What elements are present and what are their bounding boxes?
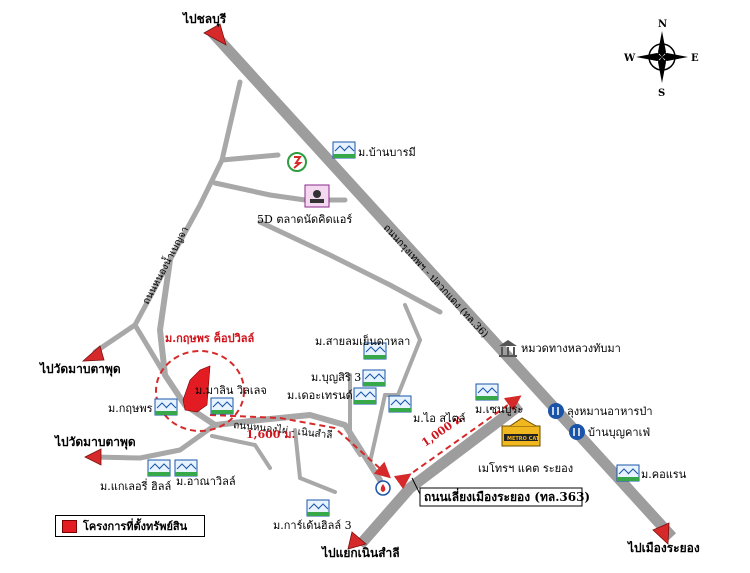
road-east-stub bbox=[210, 434, 272, 470]
legend-label: โครงการที่ตั้งทรัพย์สิน bbox=[83, 520, 188, 533]
label-d-arte: ม.เดอะเทรนด์ bbox=[287, 389, 353, 402]
destination-arrows bbox=[81, 23, 670, 550]
highway-36-road bbox=[207, 28, 677, 541]
gas-station-icon bbox=[287, 152, 307, 172]
project-site bbox=[155, 350, 245, 432]
market-icon bbox=[304, 184, 330, 208]
arrow-wat-bottom-icon bbox=[84, 448, 102, 466]
distance-routes bbox=[209, 395, 522, 490]
project-circle bbox=[155, 350, 245, 432]
label-boon-siri: ม.บุญสิริ 3 bbox=[311, 371, 361, 384]
compass-n: N bbox=[658, 19, 667, 30]
compass-e: E bbox=[691, 53, 699, 64]
house-icon bbox=[154, 398, 178, 416]
bypass-pointer bbox=[411, 477, 421, 495]
house-icon bbox=[475, 383, 499, 401]
road-curve-west-east bbox=[257, 219, 443, 315]
label-ban-barami: ม.บ้านบารมี bbox=[358, 146, 416, 159]
road-top-left bbox=[92, 79, 243, 355]
arrow-chonburi-icon bbox=[203, 23, 227, 46]
compass-rose: N S E W bbox=[623, 19, 699, 99]
label-1600: 1,600 ม. bbox=[246, 428, 295, 441]
cat-logo: METRO CAT bbox=[507, 436, 540, 442]
arrow-rayong-icon bbox=[652, 522, 670, 545]
route-1000 bbox=[393, 395, 522, 490]
landmark-icon bbox=[499, 340, 517, 357]
label-to-rayong: ไปเมืองระยอง bbox=[626, 540, 700, 555]
road-west-bottom bbox=[92, 422, 218, 461]
label-project: ม.กฤษพร ค็อปวิลล์ bbox=[165, 331, 255, 345]
road-vertical-b bbox=[348, 373, 362, 457]
cafe-icon bbox=[569, 424, 585, 440]
label-marin: ม.มาลิน วิลเลจ bbox=[195, 384, 267, 397]
house-icon bbox=[388, 395, 412, 413]
compass-w: W bbox=[623, 53, 636, 64]
label-cafe: บ้านบุญคาเฟ่ bbox=[588, 426, 650, 439]
house-icon bbox=[306, 499, 330, 517]
label-to-noen-samli: ไปแยกเนินสำลี bbox=[320, 545, 400, 560]
gas-pump-icon bbox=[375, 480, 391, 496]
label-police: หมวดทางหลวงทับมา bbox=[521, 342, 621, 355]
label-tmy-hill: ม.แกเลอรี่ ฮิลล์ bbox=[100, 478, 171, 493]
label-restaurant: ลุงหมานอาหารป่า bbox=[567, 405, 653, 418]
label-night-market: 5D ตลาดนัดคิดแอร์ bbox=[257, 213, 352, 226]
label-sanbura: ม.เซนบูระ bbox=[475, 403, 523, 416]
restaurant-icon bbox=[548, 403, 564, 419]
road-nongphai bbox=[157, 257, 383, 483]
arrow-wat-top-icon bbox=[81, 345, 105, 362]
label-coraran: ม.คอแรน bbox=[641, 468, 687, 481]
label-arun-ville: ม.อาณาวิลล์ bbox=[176, 475, 236, 488]
house-icon bbox=[362, 369, 386, 387]
road-vertical-d bbox=[383, 338, 422, 397]
house-icon bbox=[363, 342, 387, 360]
arrow-noen-samli-icon bbox=[347, 531, 367, 550]
label-bypass-363: ถนนเลี่ยงเมืองระยอง (ทล.363) bbox=[424, 488, 590, 504]
road-west-lower bbox=[132, 322, 168, 378]
label-to-wat-top: ไปวัดมาบตาพุด bbox=[38, 361, 121, 377]
legend-swatch bbox=[62, 519, 77, 533]
excavator-icon: METRO CAT bbox=[501, 417, 541, 447]
house-icon bbox=[332, 141, 356, 159]
bypass-label-box bbox=[419, 487, 583, 507]
label-highway-36: ถนนกรุงเทพฯ - ปลวกแดง (ทล.36) bbox=[381, 223, 490, 341]
road-vertical-c bbox=[368, 393, 387, 464]
project-plot bbox=[182, 365, 211, 413]
road-vertical-a bbox=[293, 428, 337, 494]
house-icon bbox=[210, 397, 234, 415]
house-icon bbox=[353, 387, 377, 405]
village-icons bbox=[147, 141, 640, 517]
route-1600 bbox=[209, 414, 391, 479]
road-north-branch bbox=[219, 152, 281, 163]
compass-s: S bbox=[658, 88, 665, 99]
house-icon bbox=[174, 459, 198, 477]
label-to-wat-bottom: ไปวัดมาบตาพุด bbox=[53, 434, 136, 450]
house-icon bbox=[147, 459, 171, 477]
label-sai-lom: ม.สายลมเย็นดาหลา bbox=[315, 334, 410, 348]
road-salom bbox=[403, 303, 422, 342]
legend-box: โครงการที่ตั้งทรัพย์สิน bbox=[55, 515, 205, 537]
label-to-chonburi: ไปชลบุรี bbox=[181, 11, 227, 27]
label-i-style: ม.ไอ สไตล์ bbox=[413, 412, 466, 425]
label-kritsaporn: ม.กฤษพร bbox=[108, 402, 153, 415]
house-icon bbox=[616, 464, 640, 482]
label-garden-hill: ม.การ์เด้นฮิลล์ 3 bbox=[273, 519, 352, 532]
minor-roads bbox=[92, 79, 443, 494]
label-metro-cat: เมโทรฯ แคต ระยอง bbox=[478, 461, 573, 475]
